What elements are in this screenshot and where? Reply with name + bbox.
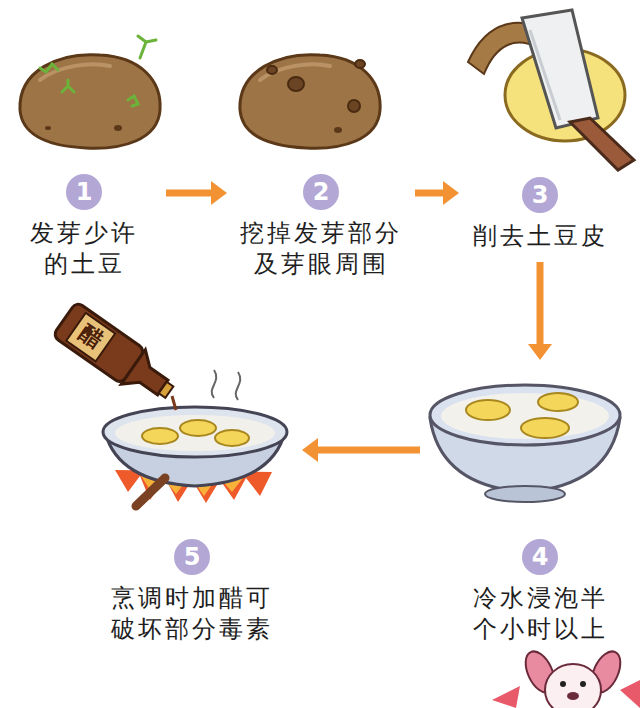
step-caption: 烹调时加醋可 破坏部分毒素 bbox=[104, 583, 280, 645]
bottle-label: 醋 bbox=[73, 320, 108, 355]
step-node: 3 削去土豆皮 bbox=[465, 20, 615, 252]
flow-arrow bbox=[166, 181, 227, 205]
flow-arrow bbox=[528, 262, 552, 360]
step-node: 2 挖掉发芽部分 及芽眼周围 bbox=[233, 30, 409, 280]
step-caption: 削去土豆皮 bbox=[465, 221, 615, 252]
step-number: 2 bbox=[303, 174, 339, 210]
sprouting-potato bbox=[20, 36, 160, 148]
step-number: 5 bbox=[174, 539, 210, 575]
dug-potato bbox=[240, 55, 380, 149]
step-caption: 挖掉发芽部分 及芽眼周围 bbox=[233, 218, 409, 280]
step-node: 4 冷水浸泡半 个小时以上 bbox=[440, 370, 640, 645]
step-number: 4 bbox=[522, 539, 558, 575]
step-node: 1 发芽少许 的土豆 bbox=[8, 30, 160, 280]
peeled-potato bbox=[468, 10, 634, 170]
wok-scene bbox=[52, 302, 287, 506]
flow-arrow bbox=[415, 181, 459, 205]
water-bowl bbox=[430, 385, 620, 502]
dog-mascot bbox=[492, 647, 640, 708]
step-caption: 冷水浸泡半 个小时以上 bbox=[465, 583, 615, 645]
flow-arrow bbox=[302, 438, 420, 462]
step-number: 3 bbox=[522, 177, 558, 213]
step-node: 5 烹调时加醋可 破坏部分毒素 bbox=[102, 300, 282, 645]
step-number: 1 bbox=[66, 174, 102, 210]
step-caption: 发芽少许 的土豆 bbox=[23, 218, 145, 280]
